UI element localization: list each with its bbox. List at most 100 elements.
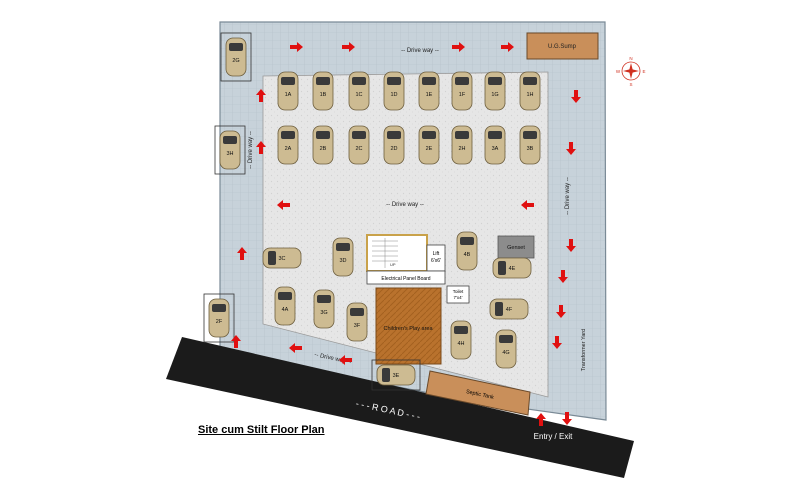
traffic-arrow-icon: [562, 412, 572, 425]
parking-slot-3f: 3F: [346, 302, 368, 342]
traffic-arrow-icon: [277, 200, 290, 210]
parking-slot-2a: 2A: [277, 125, 299, 165]
stair-treads: [372, 238, 398, 268]
parking-slot-label: 4A: [282, 307, 289, 313]
parking-slot-label: 2B: [320, 146, 327, 152]
staircase: [366, 234, 428, 272]
plan-title: Site cum Stilt Floor Plan: [198, 424, 325, 436]
compass-e: E: [642, 69, 645, 74]
parking-slot-1a: 1A: [277, 71, 299, 111]
parking-slot-label: 2H: [458, 146, 465, 152]
parking-slot-4b: 4B: [456, 231, 478, 271]
toilet-label: Toilet: [453, 289, 464, 294]
car-windshield: [268, 251, 276, 265]
car-windshield: [382, 368, 390, 382]
ug-sump-label: U.G.Sump: [548, 44, 577, 50]
lift-label: Lift: [433, 251, 440, 257]
car-windshield: [523, 131, 537, 139]
traffic-arrow-icon: [556, 305, 566, 318]
parking-slot-2g: 2G: [220, 32, 252, 82]
parking-slot-label: 4E: [509, 266, 516, 272]
traffic-arrow-icon: [501, 42, 514, 52]
entry-exit-label: Entry / Exit: [534, 432, 573, 441]
parking-bay-outline: [371, 359, 421, 391]
ug-sump: [526, 32, 599, 60]
parking-slot-label: 3B: [527, 146, 534, 152]
traffic-arrow-icon: [342, 42, 355, 52]
parking-slot-2h: 2H: [451, 125, 473, 165]
parking-slot-label: 4B: [464, 252, 471, 258]
parking-slot-label: 3E: [393, 373, 400, 379]
car-windshield: [317, 295, 331, 303]
parking-slot-3g: 3G: [313, 289, 335, 329]
car-windshield: [229, 43, 243, 51]
parking-slot-label: 2F: [216, 319, 223, 325]
car-windshield: [316, 131, 330, 139]
parking-slot-1e: 1E: [418, 71, 440, 111]
toilet-size: 7'x4': [454, 295, 463, 300]
parking-slot-label: 2D: [390, 146, 397, 152]
car-windshield: [352, 77, 366, 85]
transformer-yard-label: Transformer Yard: [581, 329, 587, 371]
car-windshield: [460, 237, 474, 245]
compass-s: S: [629, 82, 632, 87]
traffic-arrow-icon: [256, 141, 266, 154]
car-windshield: [455, 131, 469, 139]
parking-slot-label: 1E: [426, 92, 433, 98]
parking-slot-2e: 2E: [418, 125, 440, 165]
stair-up-label: UP: [390, 262, 396, 267]
parking-slot-label: 3G: [320, 310, 327, 316]
traffic-arrow-icon: [552, 336, 562, 349]
car-windshield: [350, 308, 364, 316]
traffic-arrow-icon: [452, 42, 465, 52]
electrical-panel-label: Electrical Panel Board: [381, 276, 430, 282]
parking-slot-2d: 2D: [383, 125, 405, 165]
car-windshield: [498, 261, 506, 275]
parking-slot-1g: 1G: [484, 71, 506, 111]
traffic-arrow-icon: [571, 90, 581, 103]
car-windshield: [281, 77, 295, 85]
car-windshield: [278, 292, 292, 300]
parking-slot-label: 1C: [355, 92, 362, 98]
parking-slot-3b: 3B: [519, 125, 541, 165]
drive-way-left-label: -- Drive way --: [248, 131, 254, 169]
parking-slot-2f: 2F: [203, 293, 235, 343]
traffic-arrow-icon: [339, 355, 352, 365]
arrow-layer: [231, 42, 581, 426]
traffic-arrow-icon: [231, 335, 241, 348]
play-area: [375, 287, 442, 365]
car-windshield: [454, 326, 468, 334]
parking-slot-label: 4G: [502, 350, 509, 356]
compass-n: N: [629, 56, 632, 61]
car-windshield: [223, 136, 237, 144]
parking-slot-4e: 4E: [492, 257, 532, 279]
parking-slot-2b: 2B: [312, 125, 334, 165]
parking-slot-label: 4H: [457, 341, 464, 347]
parking-bay-outline: [203, 293, 235, 343]
car-windshield: [316, 77, 330, 85]
parking-slot-2c: 2C: [348, 125, 370, 165]
parking-slot-4a: 4A: [274, 286, 296, 326]
drive-way-right-label: -- Drive way --: [565, 177, 571, 215]
car-windshield: [212, 304, 226, 312]
parking-slot-label: 1D: [390, 92, 397, 98]
parking-slot-label: 2E: [426, 146, 433, 152]
compass-w: W: [616, 69, 621, 74]
car-windshield: [488, 77, 502, 85]
parking-slot-3d: 3D: [332, 237, 354, 277]
car-windshield: [352, 131, 366, 139]
parking-bay-outline: [214, 125, 246, 175]
traffic-arrow-icon: [290, 42, 303, 52]
parking-slot-1c: 1C: [348, 71, 370, 111]
parking-slot-label: 1A: [285, 92, 292, 98]
traffic-arrow-icon: [256, 89, 266, 102]
parking-slot-3e: 3E: [371, 359, 421, 391]
parking-slot-1f: 1F: [451, 71, 473, 111]
car-windshield: [281, 131, 295, 139]
traffic-arrow-icon: [558, 270, 568, 283]
parking-slot-label: 2G: [232, 58, 239, 64]
road: [166, 337, 634, 478]
traffic-arrow-icon: [566, 239, 576, 252]
parking-slot-label: 1H: [526, 92, 533, 98]
